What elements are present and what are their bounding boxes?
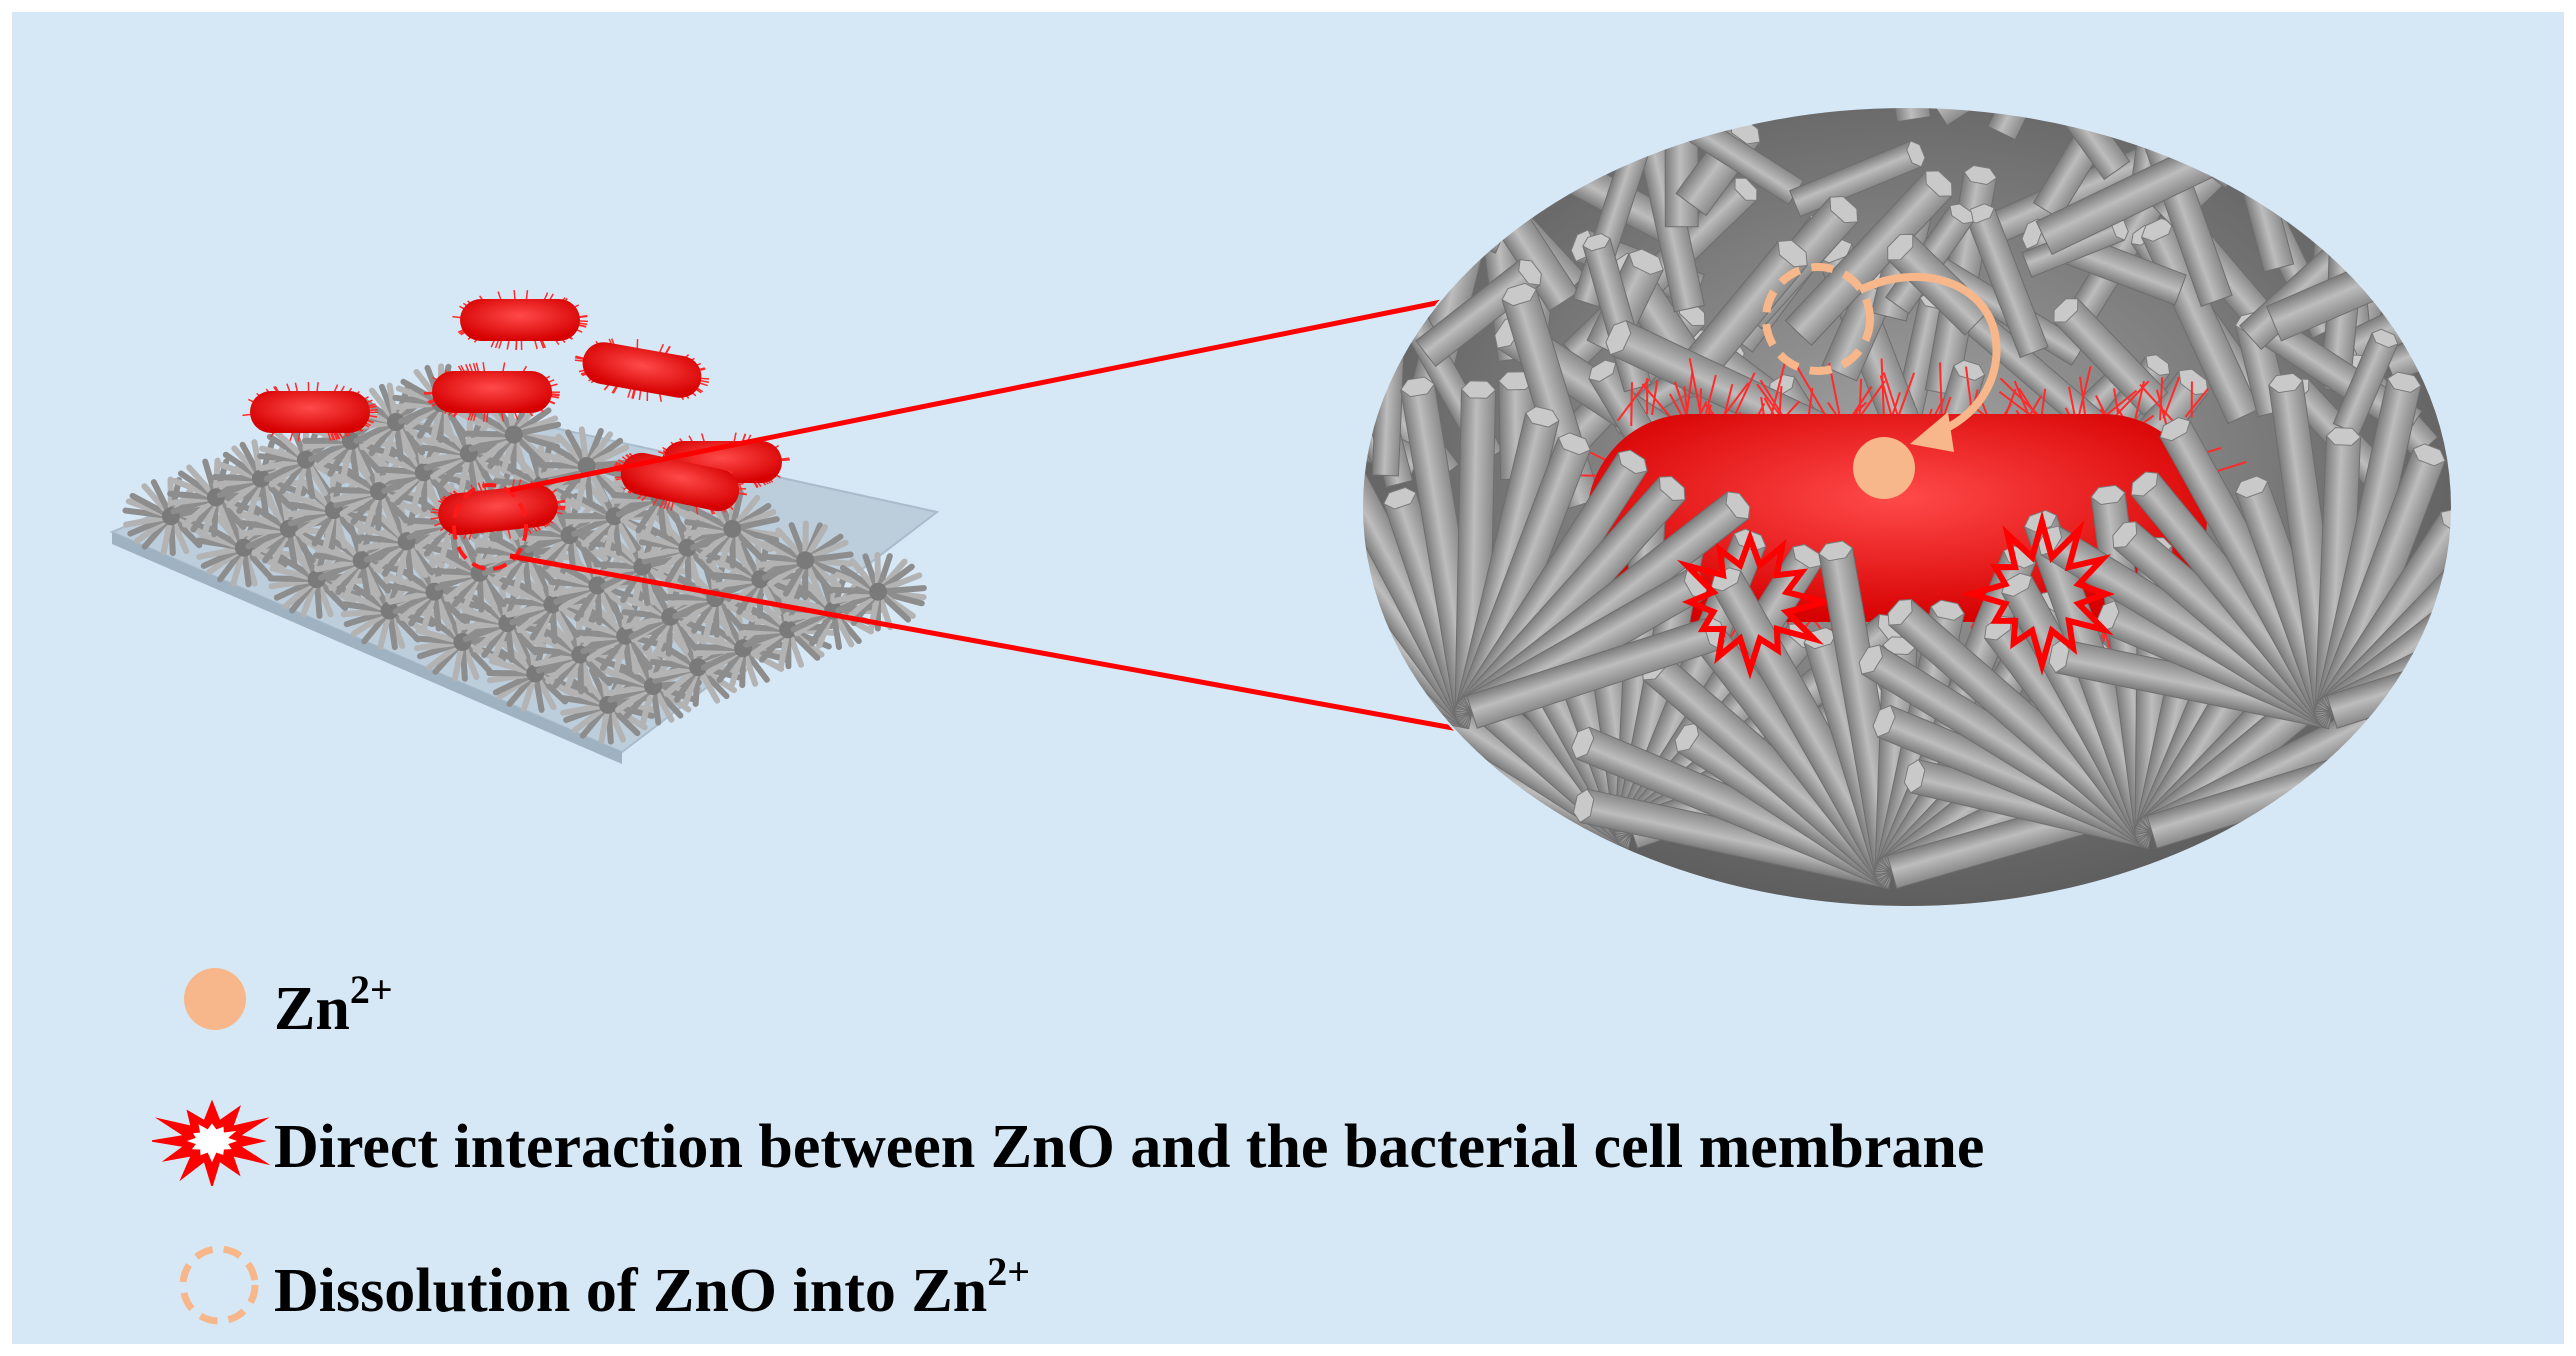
zno-nanorod (1362, 107, 1403, 237)
zno-nanorod (1522, 107, 1623, 143)
zoom-connector-top (509, 294, 1467, 493)
zno-nanorod (1784, 170, 1953, 346)
zno-nanorod (1587, 107, 1663, 127)
zno-nanorod (1362, 107, 1461, 138)
zno-nanorod (1362, 119, 1409, 240)
zinc-ion-particle (1853, 437, 1915, 499)
zoom-region-marker (452, 483, 528, 571)
bacterium (242, 381, 379, 442)
zno-nanorod (1561, 107, 1660, 130)
zno-nanorod (1404, 107, 1450, 185)
zno-nanorod (1879, 107, 1931, 123)
filled-circle-icon (184, 968, 246, 1030)
mechanism-diagram (109, 106, 2453, 908)
bacterium (574, 338, 710, 402)
zno-nanorod (1362, 107, 1389, 171)
zno-nanorod (1362, 132, 1422, 311)
zno-nanorod (1362, 107, 1433, 156)
zno-nanorod (1415, 258, 1542, 368)
figure-panel: Zn2+ Direct interaction between ZnO and … (12, 12, 2564, 1344)
zno-nanorod (2212, 107, 2252, 146)
zno-nanorods-foreground (1362, 371, 2452, 890)
zoom-connector-bottom (509, 553, 1465, 733)
zno-flower (756, 520, 855, 601)
zno-flower (829, 551, 927, 632)
starburst-icon (1677, 529, 1827, 680)
zno-nanorod (1522, 107, 1723, 113)
zno-nanorod (2382, 274, 2452, 383)
zno-nanorod (1362, 107, 1374, 277)
zno-nanorod (1455, 432, 1591, 719)
bacterium (424, 362, 561, 422)
starburst-icon (1961, 510, 2115, 676)
zno-nanorod (2422, 107, 2452, 246)
legend-interaction-label: Direct interaction between ZnO and the b… (274, 1113, 1985, 1181)
zno-nanorod (1489, 107, 1536, 109)
zno-nanorod (1362, 107, 1456, 174)
zoomed-view (1361, 106, 2453, 908)
zno-nanorod (1987, 107, 2104, 141)
starburst-icon (152, 1099, 271, 1186)
zno-nanorod (1925, 107, 2029, 127)
dissolution-arrow (1858, 273, 2001, 436)
zno-nanorod (2289, 107, 2359, 251)
zno-nanorod (1789, 140, 1926, 218)
dashed-circle-icon (179, 1245, 259, 1325)
bacterium (452, 290, 588, 351)
zno-nanorod (1362, 161, 1511, 254)
zno-nanorod (1887, 233, 1991, 336)
legend-zinc-ion-label: Zn2+ (274, 967, 393, 1043)
zno-nanorod (1392, 107, 1434, 151)
bacteria-overview (242, 290, 790, 540)
zno-nanorod (1362, 107, 1503, 225)
zno-nanorod (2355, 107, 2452, 166)
zno-nanorod (2394, 107, 2452, 148)
dissolution-marker (1762, 263, 1874, 375)
substrate-overview (109, 290, 940, 764)
zno-nanorod (2220, 107, 2360, 126)
zno-flower-array (122, 363, 927, 745)
zno-nanorod (2332, 328, 2399, 436)
zno-nanorod (1524, 107, 1657, 145)
legend-dissolution-label: Dissolution of ZnO into Zn2+ (274, 1249, 1031, 1325)
zno-nanorod (2340, 107, 2441, 300)
zno-flower (386, 551, 484, 632)
zno-nanorod (1362, 107, 1417, 226)
zno-nanorod (2053, 298, 2169, 417)
zno-nanorod (1427, 107, 1529, 222)
arrowhead-icon (1910, 412, 1954, 452)
zno-nanorod (1994, 107, 2131, 181)
zno-nanorod (1415, 107, 1578, 153)
zno-nanorod (1362, 107, 1388, 268)
zno-nanorod (1965, 203, 2049, 359)
